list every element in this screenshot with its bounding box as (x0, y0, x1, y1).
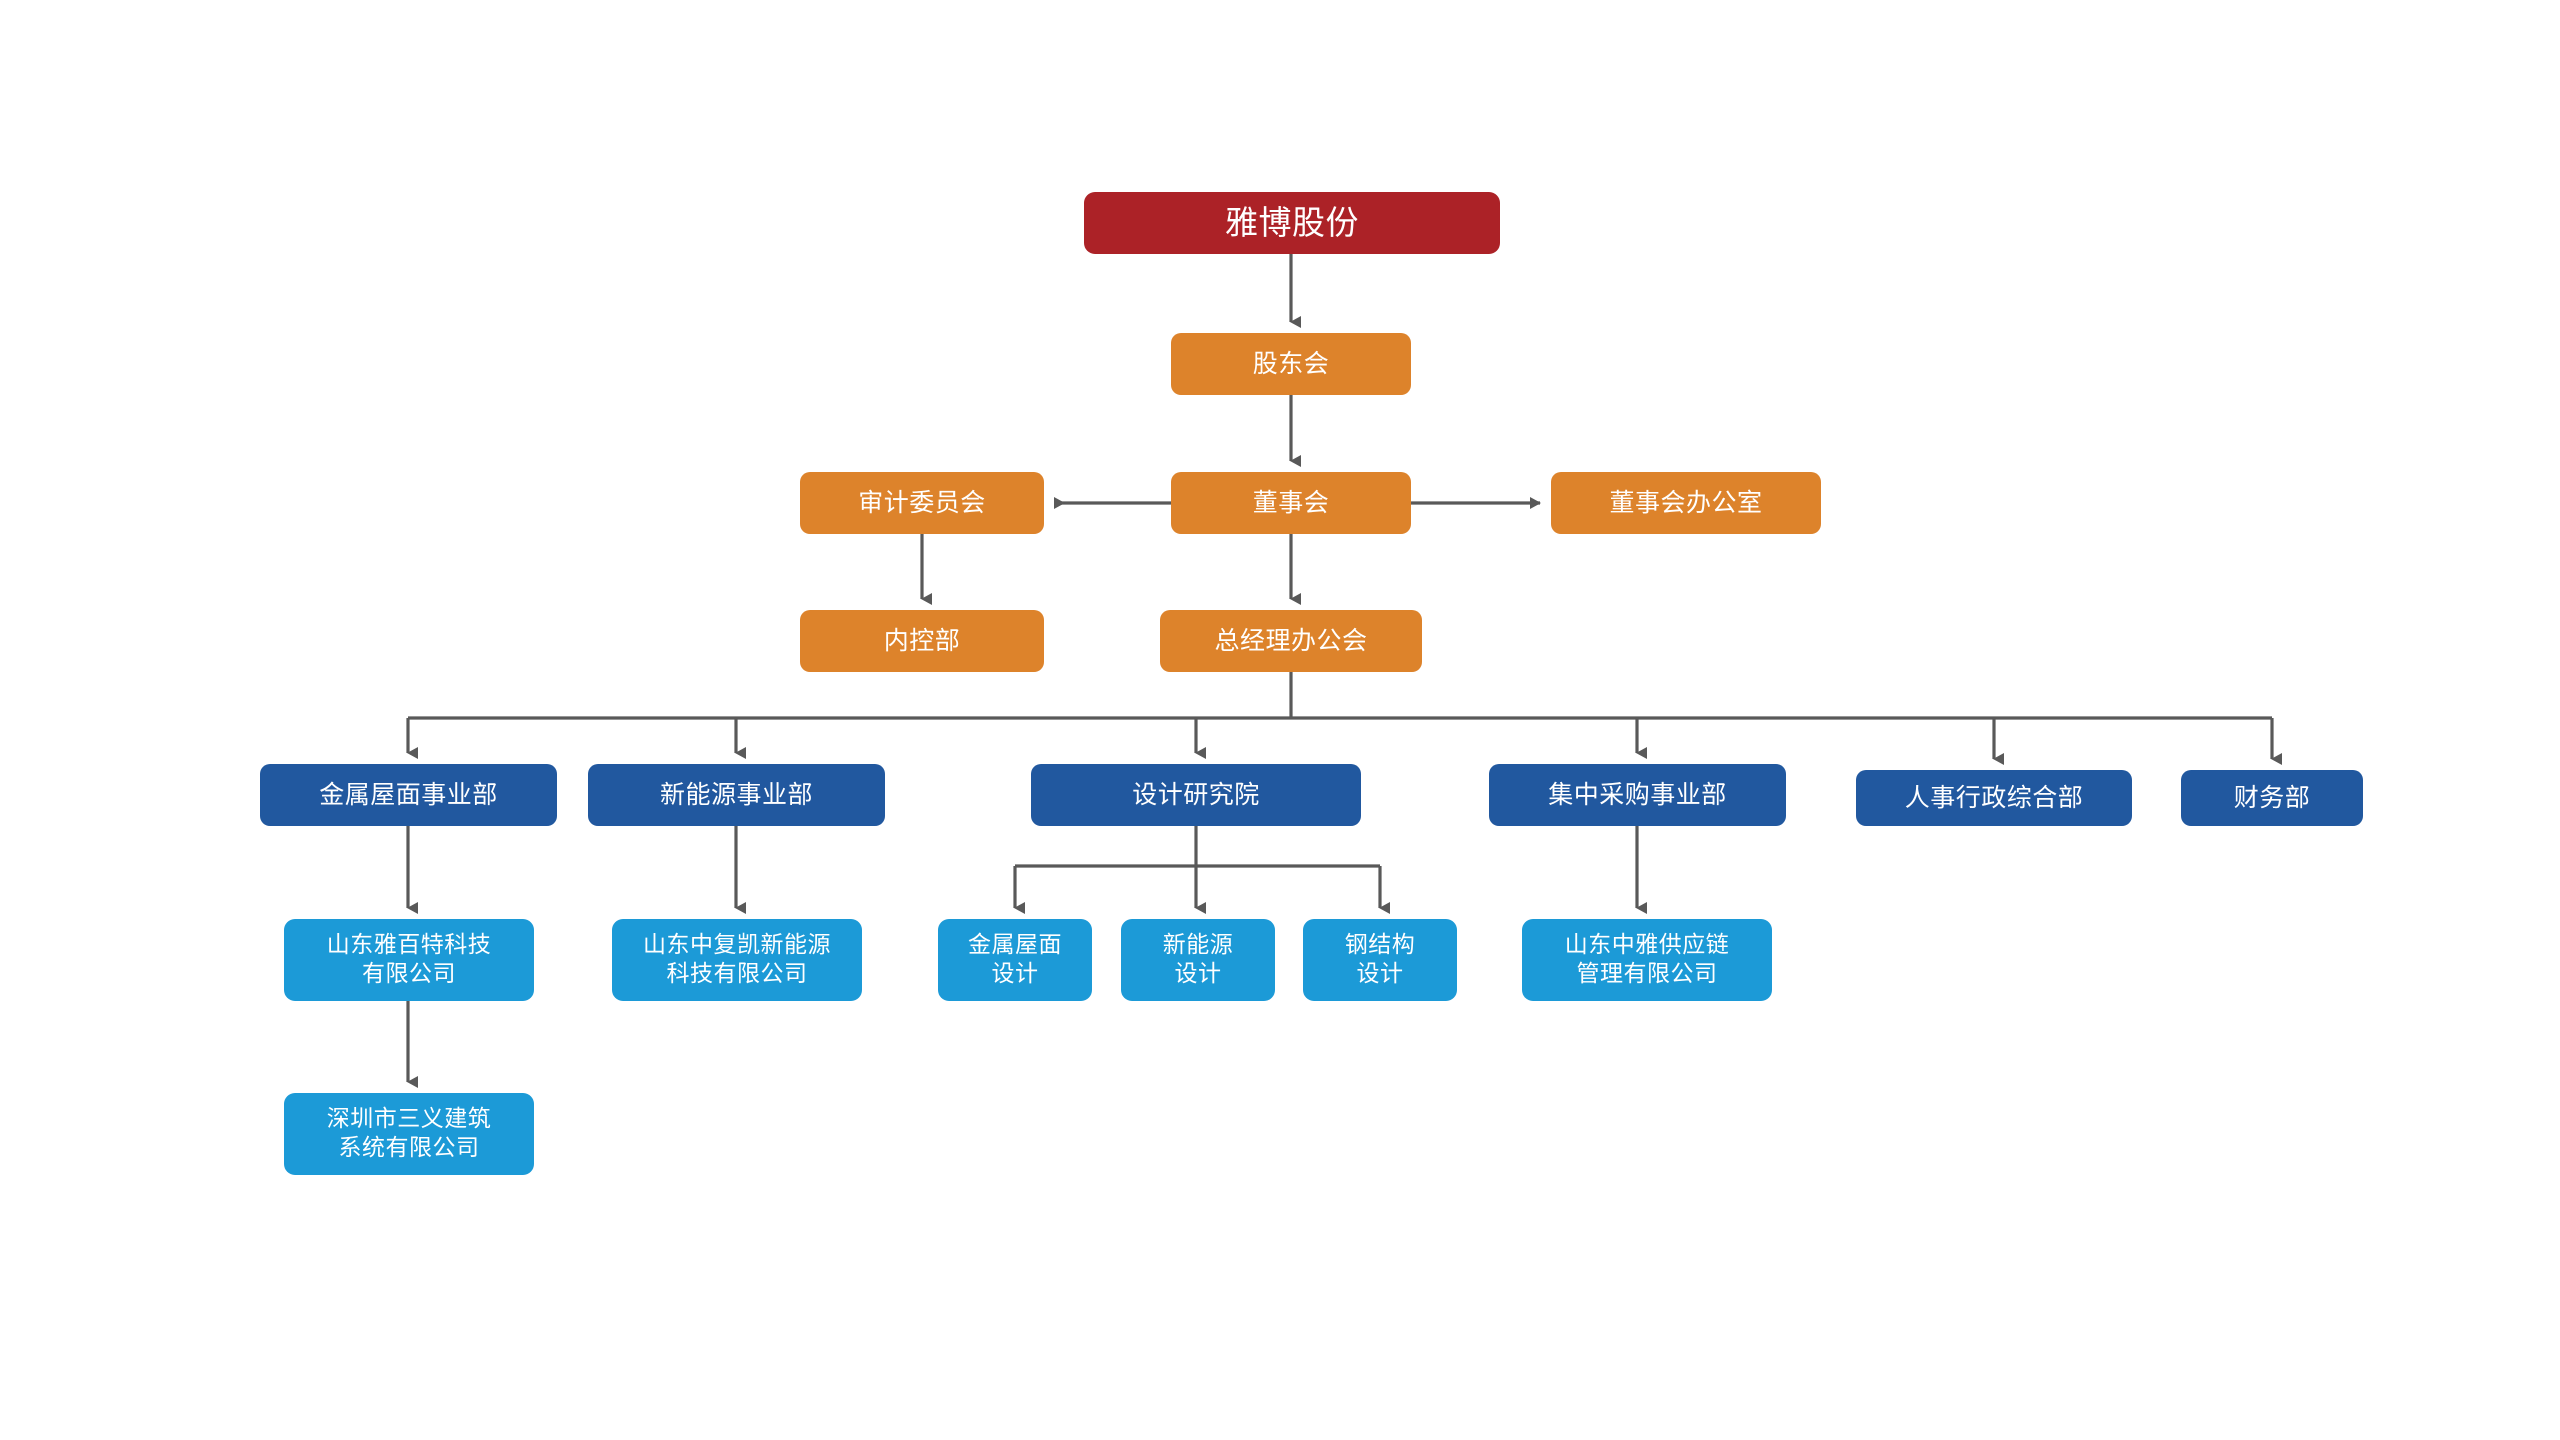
node-shandong-zhongya-label: 山东中雅供应链 管理有限公司 (1564, 932, 1730, 987)
node-design-institute[interactable]: 设计研究院 (1031, 764, 1361, 826)
node-hr-admin-dept[interactable]: 人事行政综合部 (1856, 770, 2132, 826)
node-shandong-zhongya[interactable]: 山东中雅供应链 管理有限公司 (1522, 919, 1772, 1001)
node-metal-roof-design-label: 金属屋面 设计 (968, 932, 1062, 987)
node-internal-control[interactable]: 内控部 (800, 610, 1044, 672)
node-shandong-zhongfukai-label: 山东中复凯新能源 科技有限公司 (643, 932, 831, 987)
node-steel-structure-design[interactable]: 钢结构 设计 (1303, 919, 1457, 1001)
node-design-institute-label: 设计研究院 (1132, 780, 1260, 810)
node-shandong-yabaite[interactable]: 山东雅百特科技 有限公司 (284, 919, 534, 1001)
node-board-office-label: 董事会办公室 (1609, 488, 1763, 518)
node-shenzhen-sanyi-label: 深圳市三义建筑 系统有限公司 (326, 1106, 492, 1161)
node-audit-committee[interactable]: 审计委员会 (800, 472, 1044, 534)
node-procurement-div-label: 集中采购事业部 (1548, 780, 1727, 810)
node-steel-structure-design-label: 钢结构 设计 (1344, 932, 1416, 987)
node-shandong-zhongfukai[interactable]: 山东中复凯新能源 科技有限公司 (612, 919, 862, 1001)
node-new-energy-div-label: 新能源事业部 (659, 780, 813, 810)
node-root-label: 雅博股份 (1225, 203, 1359, 243)
node-shenzhen-sanyi[interactable]: 深圳市三义建筑 系统有限公司 (284, 1093, 534, 1175)
node-metal-roof-div[interactable]: 金属屋面事业部 (260, 764, 557, 826)
node-internal-control-label: 内控部 (883, 626, 961, 656)
node-finance-dept[interactable]: 财务部 (2181, 770, 2363, 826)
node-hr-admin-dept-label: 人事行政综合部 (1904, 783, 2084, 813)
node-metal-roof-div-label: 金属屋面事业部 (319, 780, 498, 810)
node-metal-roof-design[interactable]: 金属屋面 设计 (938, 919, 1092, 1001)
node-gm-office-label: 总经理办公会 (1214, 626, 1368, 656)
node-audit-committee-label: 审计委员会 (858, 488, 986, 518)
node-procurement-div[interactable]: 集中采购事业部 (1489, 764, 1786, 826)
node-shareholders-label: 股东会 (1252, 349, 1330, 379)
node-new-energy-div[interactable]: 新能源事业部 (588, 764, 885, 826)
node-gm-office[interactable]: 总经理办公会 (1160, 610, 1422, 672)
node-board-office[interactable]: 董事会办公室 (1551, 472, 1821, 534)
node-root[interactable]: 雅博股份 (1084, 192, 1500, 254)
node-finance-dept-label: 财务部 (2233, 783, 2311, 813)
node-new-energy-design[interactable]: 新能源 设计 (1121, 919, 1275, 1001)
node-shandong-yabaite-label: 山东雅百特科技 有限公司 (326, 932, 492, 987)
node-shareholders[interactable]: 股东会 (1171, 333, 1411, 395)
node-board[interactable]: 董事会 (1171, 472, 1411, 534)
node-new-energy-design-label: 新能源 设计 (1162, 932, 1234, 987)
node-board-label: 董事会 (1252, 488, 1330, 518)
